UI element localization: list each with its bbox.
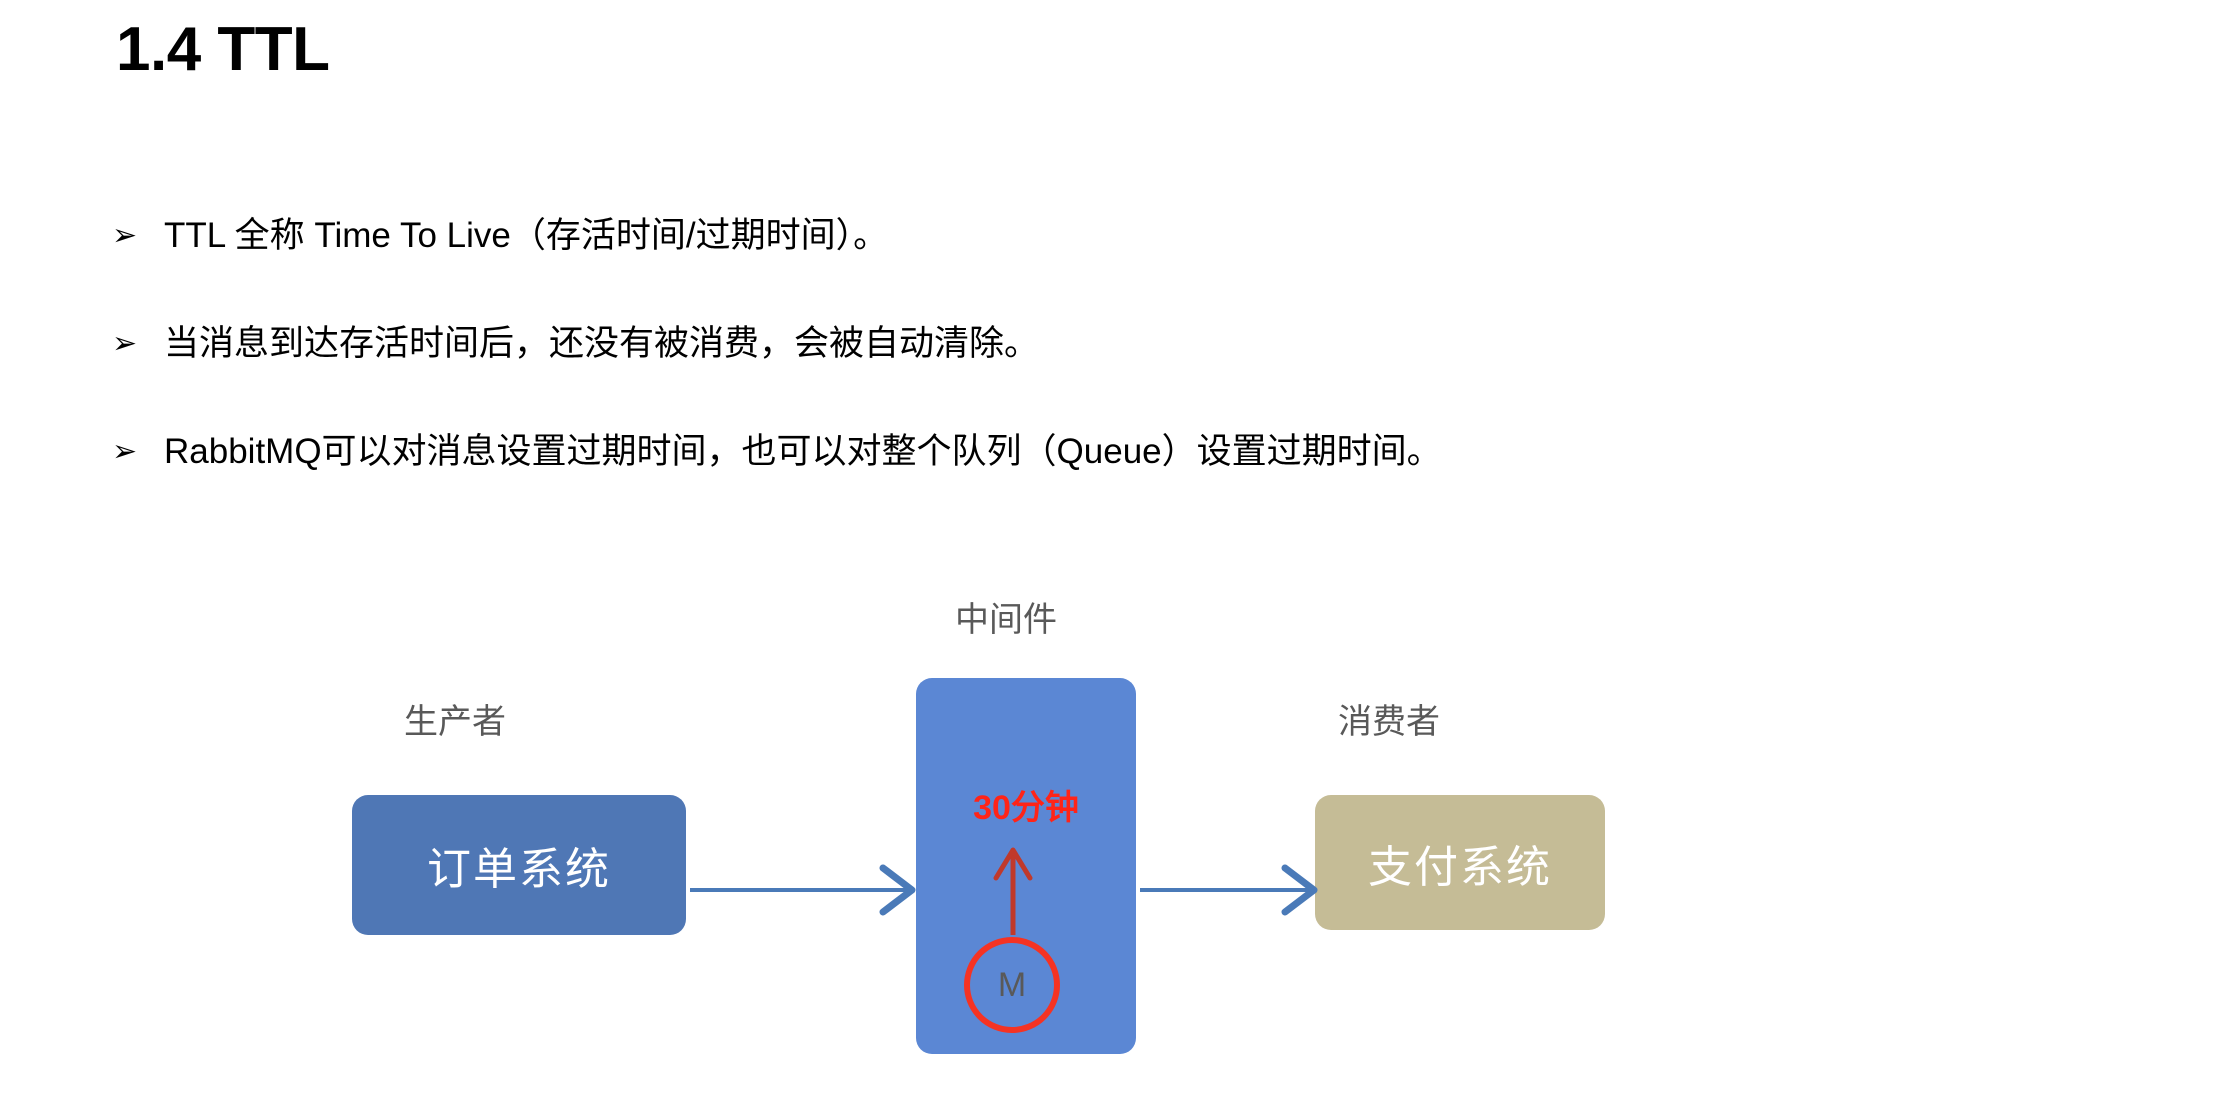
page-title: 1.4 TTL <box>116 15 330 84</box>
list-item: ➢ RabbitMQ可以对消息设置过期时间，也可以对整个队列（Queue）设置过… <box>112 432 2062 478</box>
bullet-list: ➢ TTL 全称 Time To Live（存活时间/过期时间）。 ➢ 当消息到… <box>112 216 2062 540</box>
middleware-label: 中间件 <box>955 601 1057 639</box>
arrow-bullet-icon: ➢ <box>112 219 138 252</box>
message-node-icon: M <box>964 937 1060 1033</box>
bullet-text: TTL 全称 Time To Live（存活时间/过期时间）。 <box>164 216 889 255</box>
arrow-bullet-icon: ➢ <box>112 327 138 360</box>
list-item: ➢ 当消息到达存活时间后，还没有被消费，会被自动清除。 <box>112 324 2062 370</box>
bullet-text: RabbitMQ可以对消息设置过期时间，也可以对整个队列（Queue）设置过期时… <box>164 432 1442 471</box>
bullet-text: 当消息到达存活时间后，还没有被消费，会被自动清除。 <box>164 324 1040 363</box>
ttl-duration-label: 30分钟 <box>973 789 1079 827</box>
arrow-producer-to-middleware <box>690 864 916 916</box>
producer-label: 生产者 <box>404 703 506 741</box>
order-system-box: 订单系统 <box>352 795 686 935</box>
list-item: ➢ TTL 全称 Time To Live（存活时间/过期时间）。 <box>112 216 2062 262</box>
payment-system-box: 支付系统 <box>1315 795 1605 930</box>
consumer-label: 消费者 <box>1338 703 1440 741</box>
arrow-middleware-to-consumer <box>1140 864 1318 916</box>
arrow-bullet-icon: ➢ <box>112 435 138 468</box>
